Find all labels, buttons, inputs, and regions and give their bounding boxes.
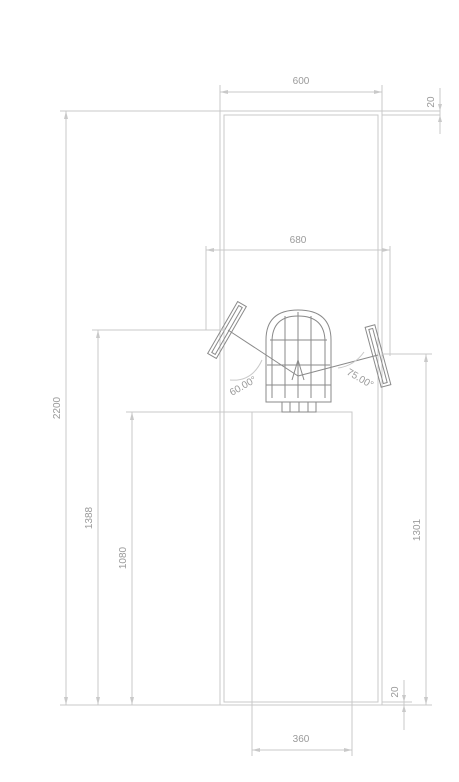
right-panel-inner: [368, 327, 388, 385]
dim-top-width-label: 600: [293, 76, 310, 87]
dim-bottom-offset-arrows: [402, 695, 406, 712]
enclosure: [219, 110, 440, 706]
stand-body: [251, 411, 353, 706]
dim-right-height-label: 1301: [412, 518, 423, 541]
dim-bottom-offset-label: 20: [390, 686, 401, 698]
dim-total-height-label: 2200: [52, 396, 63, 419]
dim-bottom-offset: 20: [382, 680, 412, 730]
dim-stand-height-label: 1080: [118, 546, 129, 569]
dome-outline: [265, 309, 332, 403]
dim-bottom-width: 360: [251, 705, 353, 756]
dim-top-offset-label: 20: [426, 96, 437, 108]
stand: [251, 411, 353, 706]
angle-label-right: 75.00°: [345, 367, 376, 391]
aim-line-left: [227, 329, 299, 377]
enclosure-outer: [219, 110, 383, 706]
dim-left-height: 1388: [84, 329, 225, 705]
dim-top-offset: 20: [426, 88, 442, 134]
aim-lines: [227, 329, 379, 381]
dim-right-height: 1301: [382, 353, 432, 706]
angle-arc-left: [229, 359, 263, 381]
angle-arc-right: [337, 351, 365, 369]
dim-left-height-label: 1388: [84, 506, 95, 529]
enclosure-inner: [223, 114, 379, 703]
right-light-panel: [364, 324, 392, 388]
dim-stand-height: 1080: [118, 411, 252, 705]
dim-mid-width-label: 680: [290, 235, 307, 246]
dim-mid-width: 680: [205, 235, 391, 356]
dim-top-offset-arrows: [438, 104, 442, 122]
camera-dome: [265, 309, 332, 413]
right-panel-frame: [364, 324, 392, 388]
dim-bottom-width-label: 360: [293, 734, 310, 745]
dim-top-width: 600: [219, 76, 383, 111]
aim-line-right: [297, 354, 379, 377]
dim-total-height: 2200: [52, 110, 220, 706]
